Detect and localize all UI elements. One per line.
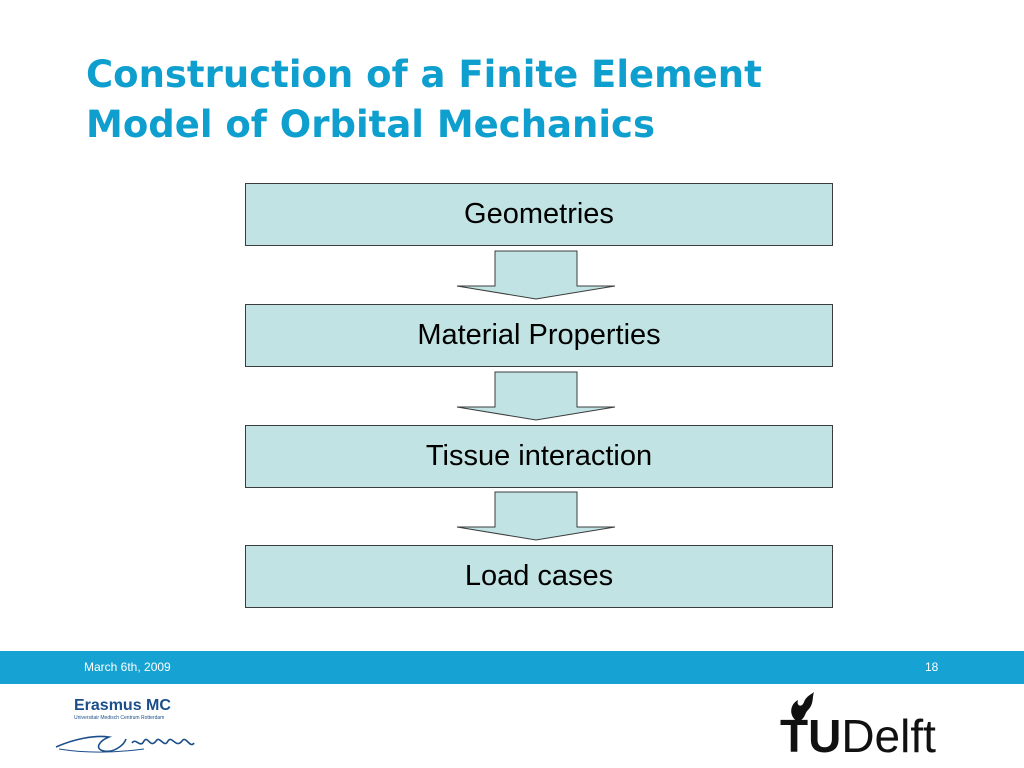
step-label: Geometries	[464, 198, 614, 230]
erasmus-mc-logo: Erasmus MC Universitair Medisch Centrum …	[54, 697, 224, 757]
step-box-material-properties: Material Properties	[245, 304, 833, 367]
erasmus-mc-name: Erasmus MC	[74, 697, 171, 714]
step-label: Material Properties	[417, 319, 661, 351]
tudelft-logo: TUDelft	[780, 690, 950, 762]
tudelft-tu: TU	[780, 710, 842, 762]
slide-title: Construction of a Finite Element Model o…	[86, 50, 886, 150]
step-box-load-cases: Load cases	[245, 545, 833, 608]
footer-bar	[0, 651, 1024, 684]
tudelft-flame-icon	[791, 692, 814, 722]
tudelft-delft: Delft	[841, 710, 936, 762]
step-box-geometries: Geometries	[245, 183, 833, 246]
step-label: Load cases	[464, 560, 614, 592]
step-box-tissue-interaction: Tissue interaction	[245, 425, 833, 488]
footer-date: March 6th, 2009	[84, 660, 171, 674]
flow-arrow-down-icon	[456, 371, 616, 421]
title-line-2: Model of Orbital Mechanics	[86, 103, 656, 146]
erasmus-mc-subtitle: Universitair Medisch Centrum Rotterdam	[74, 715, 165, 721]
page-number: 18	[925, 660, 939, 674]
step-label: Tissue interaction	[425, 440, 653, 472]
flow-arrow-down-icon	[456, 250, 616, 300]
title-line-1: Construction of a Finite Element	[86, 53, 762, 96]
tudelft-wordmark: TUDelft	[780, 710, 936, 762]
erasmus-signature-icon	[55, 735, 195, 753]
flow-arrow-down-icon	[456, 491, 616, 541]
